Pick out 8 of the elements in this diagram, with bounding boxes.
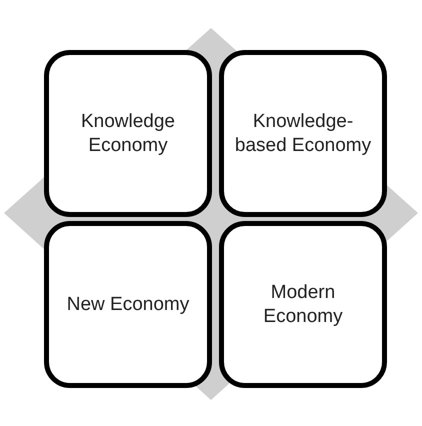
rounded-box	[219, 50, 387, 217]
rounded-box	[44, 221, 212, 388]
box-label: Modern Economy	[262, 280, 344, 328]
box-label: New Economy	[66, 292, 190, 316]
rounded-box	[219, 221, 387, 388]
rounded-box	[44, 50, 212, 217]
box-label: Knowledge Economy	[80, 110, 176, 158]
box-label: Knowledge-based Economy	[234, 110, 372, 158]
